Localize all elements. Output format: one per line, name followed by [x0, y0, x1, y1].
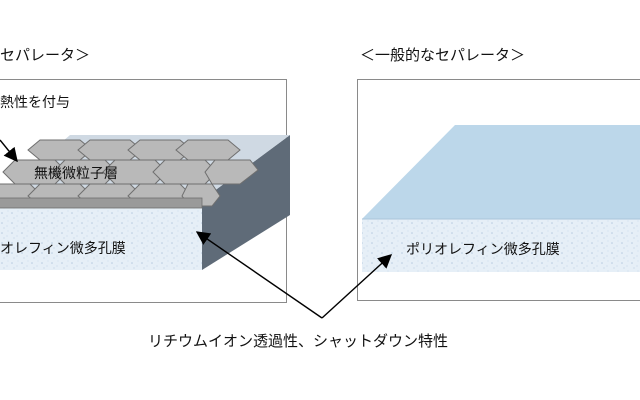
left-property-label: 熱性を付与	[0, 95, 70, 111]
arrow-to-left-separator	[195, 231, 323, 319]
right-heading: ＜一般的なセパレータ＞	[360, 46, 526, 64]
right-polyolefin-layer-label: ポリオレフィン微多孔膜	[406, 242, 560, 258]
arrow-to-right-separator	[321, 254, 393, 319]
shared-property-caption: リチウムイオン透過性、シャットダウン特性	[148, 332, 449, 350]
left-separator-block	[0, 135, 290, 270]
right-separator-top	[362, 125, 640, 219]
left-heading: セパレータ＞	[0, 46, 91, 64]
left-separator-front	[0, 200, 202, 270]
left-separator-side	[202, 135, 290, 270]
right-separator-block	[362, 125, 640, 272]
right-separator-front	[362, 219, 640, 272]
left-inorganic-layer-label: 無機微粒子層	[34, 166, 118, 182]
left-polyolefin-layer-label: オレフィン微多孔膜	[0, 241, 126, 257]
property-leader-arrow	[0, 139, 18, 163]
